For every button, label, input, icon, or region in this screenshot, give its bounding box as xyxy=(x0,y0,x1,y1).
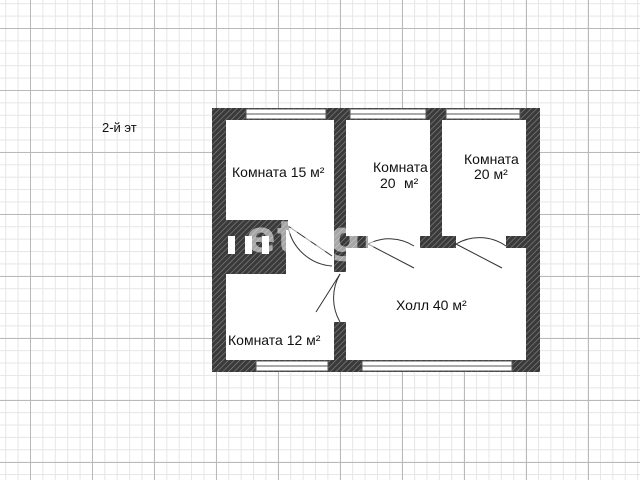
room-20-left-name: Комната xyxy=(373,159,428,175)
door-room-20-right xyxy=(455,237,507,269)
hall-label: Холл 40 м² xyxy=(396,297,467,313)
room-20-right-name: Комната xyxy=(464,151,519,167)
stair-block xyxy=(212,226,286,268)
window-top-2 xyxy=(349,108,427,120)
door-room-20-left xyxy=(367,238,415,269)
room-12-label: Комната 12 м² xyxy=(228,332,321,348)
floor-label: 2-й эт xyxy=(102,120,137,135)
window-bottom-1 xyxy=(255,360,329,372)
door-room-12 xyxy=(315,273,341,323)
room-20-left-area: 20 xyxy=(380,175,396,191)
room-15-label: Комната 15 м² xyxy=(232,164,325,180)
watermark: etagi xyxy=(246,212,379,263)
window-bottom-2 xyxy=(361,360,513,372)
room-20-right-area: 20 м² xyxy=(474,166,508,182)
interior-walls xyxy=(212,108,530,372)
room-20-left-unit: м² xyxy=(404,175,419,191)
door-room-15 xyxy=(287,225,333,267)
window-top-1 xyxy=(245,108,327,120)
window-top-3 xyxy=(445,108,521,120)
